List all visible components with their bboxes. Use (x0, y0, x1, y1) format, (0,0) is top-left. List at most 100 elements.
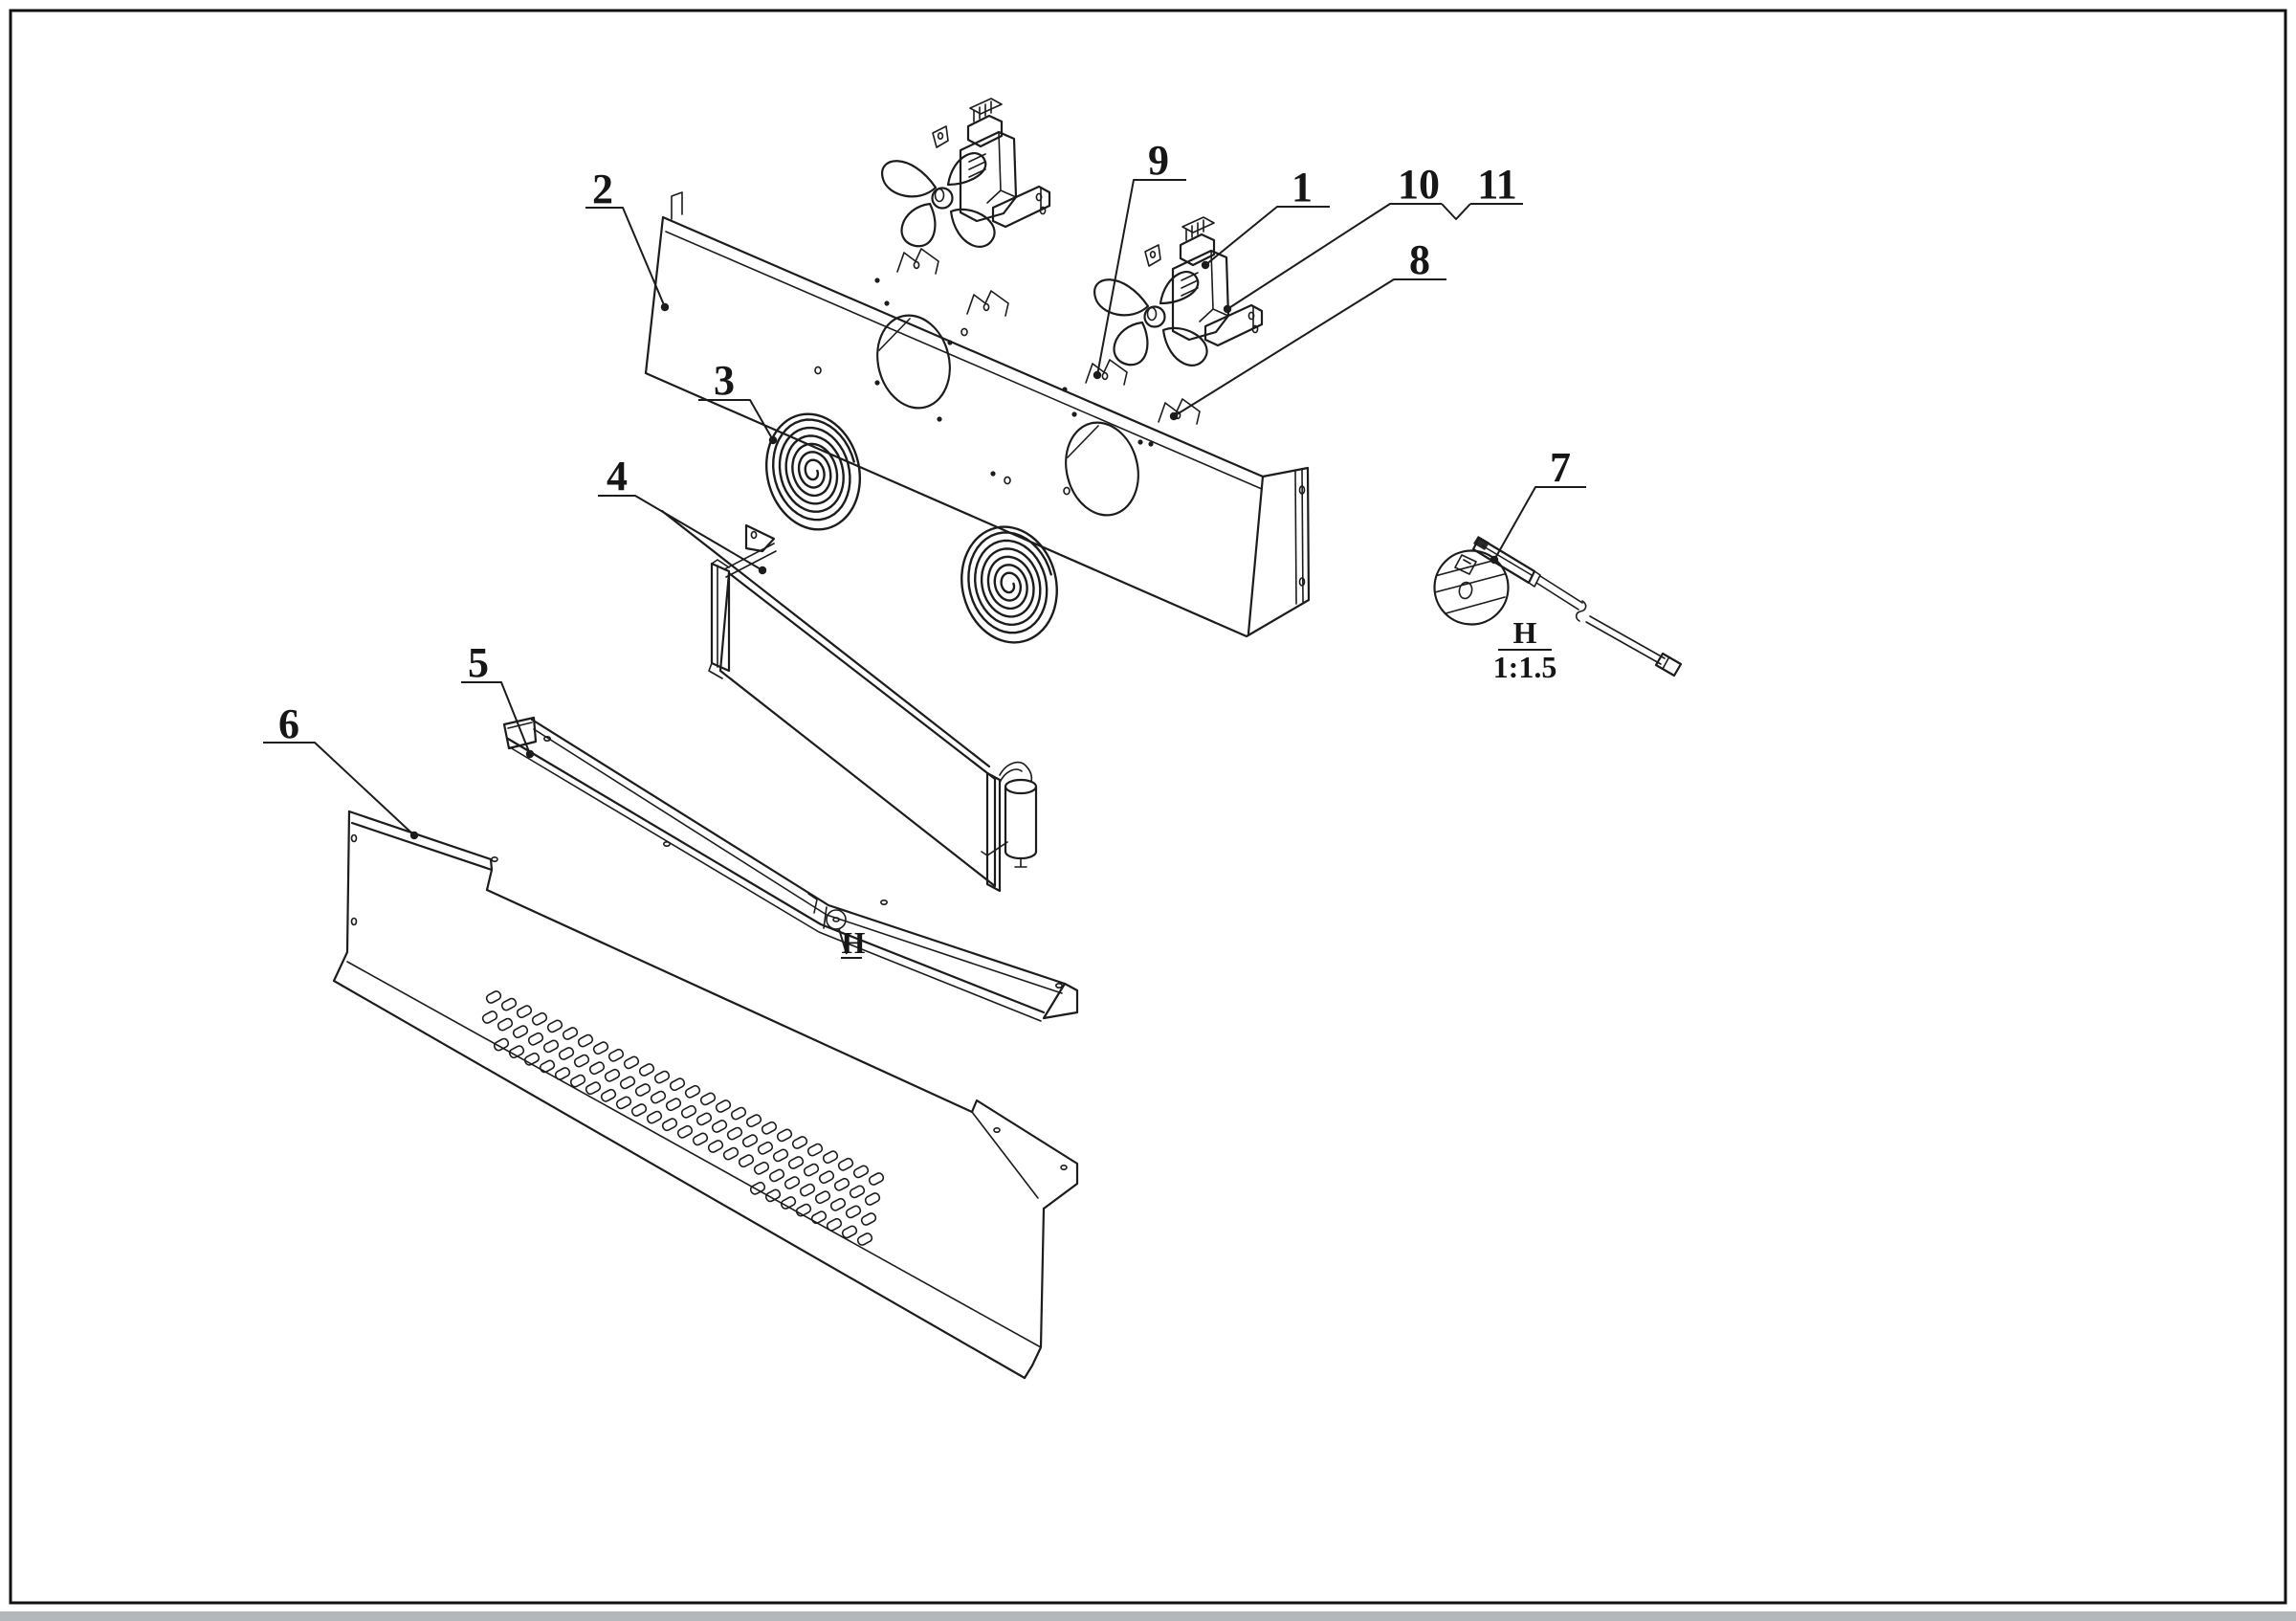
svg-text:5: 5 (468, 639, 489, 686)
ventilation-slot (558, 1047, 575, 1060)
ventilation-slot (849, 1185, 866, 1199)
grille-spiral (967, 531, 1052, 634)
ventilation-slot (619, 1076, 636, 1090)
panel-rivet (990, 471, 996, 477)
ventilation-slot (562, 1027, 579, 1040)
ventilation-slot (527, 1032, 544, 1046)
ventilation-slot (868, 1172, 885, 1186)
ventilation-slots (481, 990, 885, 1246)
panel-rivet (884, 300, 890, 306)
ventilation-slot (665, 1098, 682, 1112)
mounting-tab (1085, 359, 1128, 386)
ventilation-slot (615, 1096, 632, 1110)
ventilation-slot (493, 1037, 510, 1052)
svg-text:7: 7 (1550, 444, 1571, 491)
ventilation-slot (791, 1136, 808, 1149)
svg-text:8: 8 (1409, 236, 1430, 283)
callout-2: 2 (585, 166, 670, 312)
ventilation-slot (837, 1157, 854, 1171)
ventilation-slot (810, 1210, 828, 1225)
ventilation-slot (485, 990, 502, 1004)
callout-1: 1 (1201, 164, 1330, 270)
ventilation-slot (833, 1177, 850, 1191)
panel-hole (960, 327, 968, 337)
callout-6: 6 (263, 700, 419, 840)
callout-9: 9 (1093, 137, 1186, 380)
ventilation-slot (638, 1063, 655, 1077)
ventilation-slot (864, 1192, 881, 1206)
ventilation-slot (761, 1121, 778, 1135)
svg-text:3: 3 (714, 357, 735, 404)
ventilation-slot (776, 1128, 793, 1143)
ventilation-slot (531, 1011, 548, 1026)
ventilation-slot (500, 997, 518, 1011)
ventilation-slot (768, 1168, 785, 1183)
panel-hole (814, 366, 822, 375)
ventilation-slot (523, 1052, 541, 1066)
callout-8: 8 (1169, 236, 1446, 421)
ventilation-slot (730, 1106, 747, 1121)
mounting-tab (896, 248, 939, 275)
ventilation-slot (726, 1126, 743, 1141)
sheet-frame (9, 9, 2287, 1605)
ventilation-slot (860, 1212, 877, 1226)
callout-11: 11 (1470, 161, 1523, 208)
ventilation-slot (539, 1059, 556, 1074)
ventilation-slot (600, 1088, 617, 1102)
ventilation-slot (764, 1188, 782, 1203)
svg-text:10: 10 (1398, 161, 1440, 208)
ventilation-slot (795, 1203, 812, 1217)
ventilation-slot (722, 1146, 740, 1161)
rivet-holes (814, 278, 1154, 496)
callouts: 2 3 4 5 6 9 1 10 (263, 137, 1586, 840)
ventilation-slot (753, 1161, 770, 1175)
ventilation-slot (772, 1148, 789, 1163)
ventilation-slot (585, 1081, 602, 1096)
mounting-tab (1158, 398, 1201, 425)
ventilation-slot (841, 1225, 858, 1239)
ventilation-slot (829, 1197, 847, 1211)
panel-rivet (1071, 411, 1077, 417)
svg-text:9: 9 (1148, 137, 1169, 184)
grille-rim (960, 525, 1058, 644)
svg-text:11: 11 (1477, 161, 1517, 208)
mounting-tab (966, 290, 1009, 317)
ventilation-slot (630, 1103, 648, 1117)
ventilation-slot (749, 1181, 766, 1195)
ventilation-slot (669, 1077, 686, 1092)
ventilation-slot (711, 1120, 728, 1133)
ventilation-slot (852, 1165, 870, 1179)
fan-grille-left (764, 412, 862, 531)
tab-hole (982, 302, 990, 312)
grille-rim (764, 412, 862, 531)
ventilation-slot (684, 1084, 701, 1099)
ventilation-slot (542, 1039, 560, 1054)
ventilation-slot (784, 1176, 801, 1189)
panel-rivet (1148, 441, 1154, 447)
svg-text:2: 2 (592, 166, 613, 212)
detail-view-label: H (1513, 615, 1537, 650)
ventilation-slot (745, 1114, 762, 1128)
ventilation-slot (588, 1061, 606, 1076)
callout-10: 10 (1223, 161, 1471, 314)
ventilation-slot (780, 1196, 797, 1210)
ventilation-slot (512, 1025, 529, 1039)
front-perforated-panel (332, 810, 1079, 1380)
ventilation-slot (803, 1163, 820, 1177)
panel-rivet (874, 380, 880, 386)
back-panel-part (644, 191, 1311, 638)
ventilation-slot (699, 1092, 717, 1106)
grille-spiral (772, 418, 855, 522)
fan-grille-right (960, 525, 1058, 644)
ventilation-slot (680, 1104, 697, 1119)
callout-3: 3 (698, 357, 778, 445)
svg-text:4: 4 (607, 453, 628, 500)
fan-opening-left (876, 314, 951, 410)
ventilation-slot (676, 1124, 694, 1139)
ventilation-slot (554, 1067, 571, 1080)
filter-drier-cylinder (981, 761, 1038, 868)
mounting-tabs (896, 248, 1201, 425)
ventilation-slot (822, 1150, 839, 1165)
callout-5: 5 (461, 639, 535, 759)
